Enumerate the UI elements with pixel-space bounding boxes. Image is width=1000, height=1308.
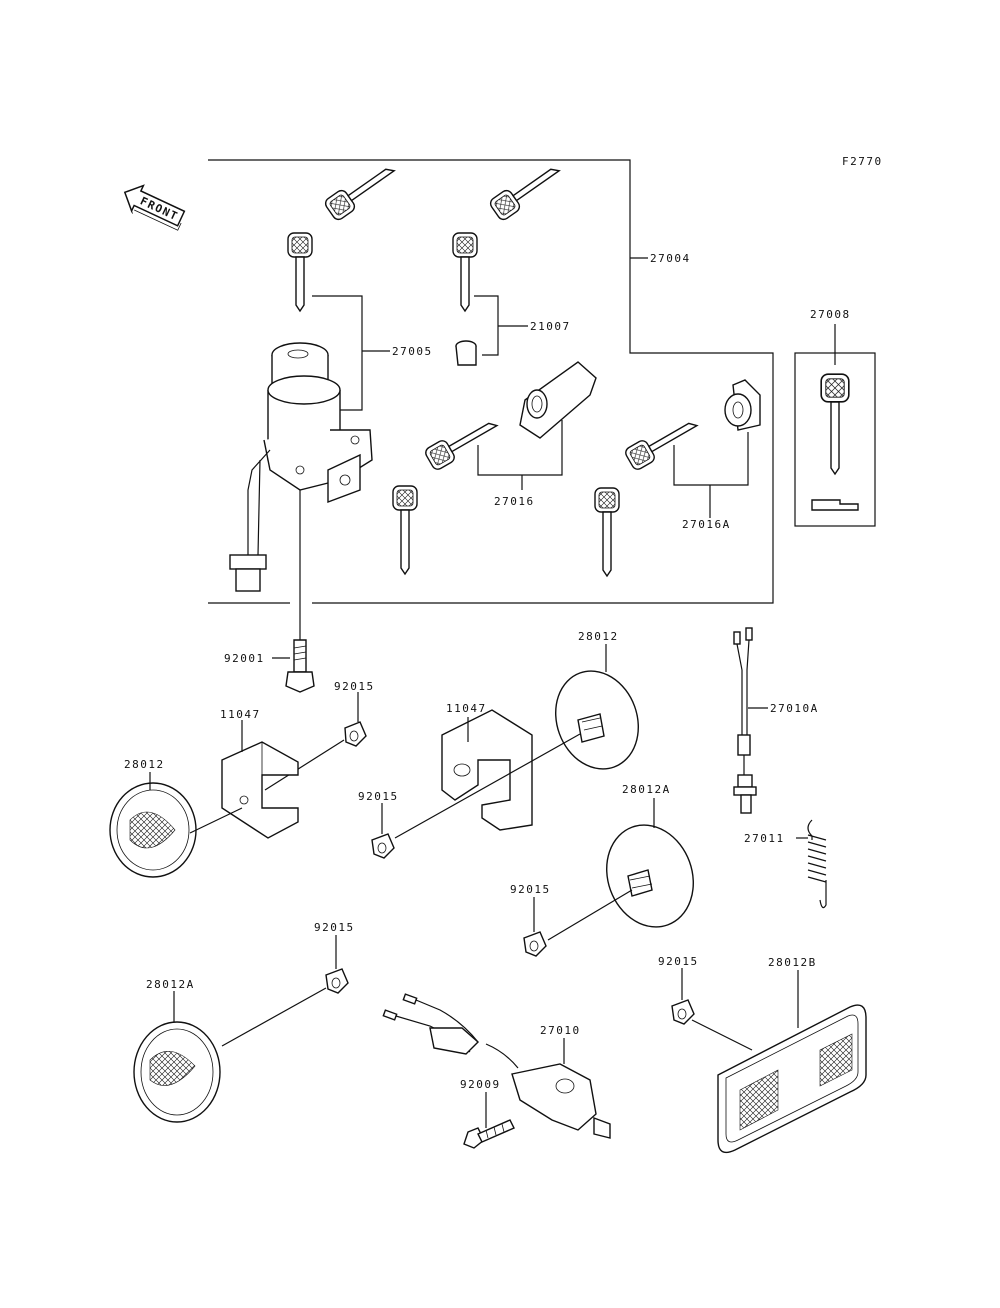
bolt-92001 xyxy=(285,639,315,693)
label-27005: 27005 xyxy=(392,345,433,358)
switch-27010 xyxy=(382,993,611,1139)
label-11047-b: 11047 xyxy=(446,702,487,715)
reflector-28012B xyxy=(717,1004,867,1154)
nut-92015-c xyxy=(523,931,547,957)
label-92015-d: 92015 xyxy=(314,921,355,934)
label-92001: 92001 xyxy=(224,652,265,665)
label-28012A-left: 28012A xyxy=(146,978,195,991)
seat-lock-set xyxy=(392,361,597,576)
kit-outline xyxy=(208,159,774,604)
label-11047-a: 11047 xyxy=(220,708,261,721)
key-blank-profile xyxy=(811,499,859,511)
bracket-11047-a xyxy=(221,741,299,839)
label-28012A-right: 28012A xyxy=(622,783,671,796)
spring-27011 xyxy=(807,819,827,909)
label-27010: 27010 xyxy=(540,1024,581,1037)
ignition-switch xyxy=(229,342,373,592)
label-92015-e: 92015 xyxy=(658,955,699,968)
label-27010A: 27010A xyxy=(770,702,819,715)
label-27016A: 27016A xyxy=(682,518,731,531)
nut-92015-b xyxy=(371,833,395,859)
nut-92015-a xyxy=(344,721,367,747)
key-blank xyxy=(820,373,850,476)
nut-92015-d xyxy=(325,968,349,994)
switch-27010A xyxy=(733,627,757,814)
helmet-lock-set xyxy=(594,379,761,578)
bracket-11047-b xyxy=(441,709,533,831)
label-28012B: 28012B xyxy=(768,956,817,969)
reflector-28012A-left xyxy=(133,1021,221,1123)
reflector-28012-top xyxy=(555,670,639,770)
label-28012-left: 28012 xyxy=(124,758,165,771)
front-arrow-icon: FRONT xyxy=(123,184,186,231)
screw-92009 xyxy=(463,1119,515,1149)
nut-92015-e xyxy=(671,999,695,1025)
reflector-28012A-right xyxy=(606,824,694,928)
label-21007: 21007 xyxy=(530,320,571,333)
label-27011: 27011 xyxy=(744,832,785,845)
label-27008: 27008 xyxy=(810,308,851,321)
label-27016: 27016 xyxy=(494,495,535,508)
label-28012-top: 28012 xyxy=(578,630,619,643)
reflector-28012-left xyxy=(109,782,197,878)
label-92009: 92009 xyxy=(460,1078,501,1091)
figure-code: F2770 xyxy=(842,155,883,168)
label-92015-b: 92015 xyxy=(358,790,399,803)
label-92015-a: 92015 xyxy=(334,680,375,693)
ignition-switch-keys xyxy=(287,168,396,313)
label-27004: 27004 xyxy=(650,252,691,265)
label-92015-c: 92015 xyxy=(510,883,551,896)
key-blank-set xyxy=(452,168,561,366)
